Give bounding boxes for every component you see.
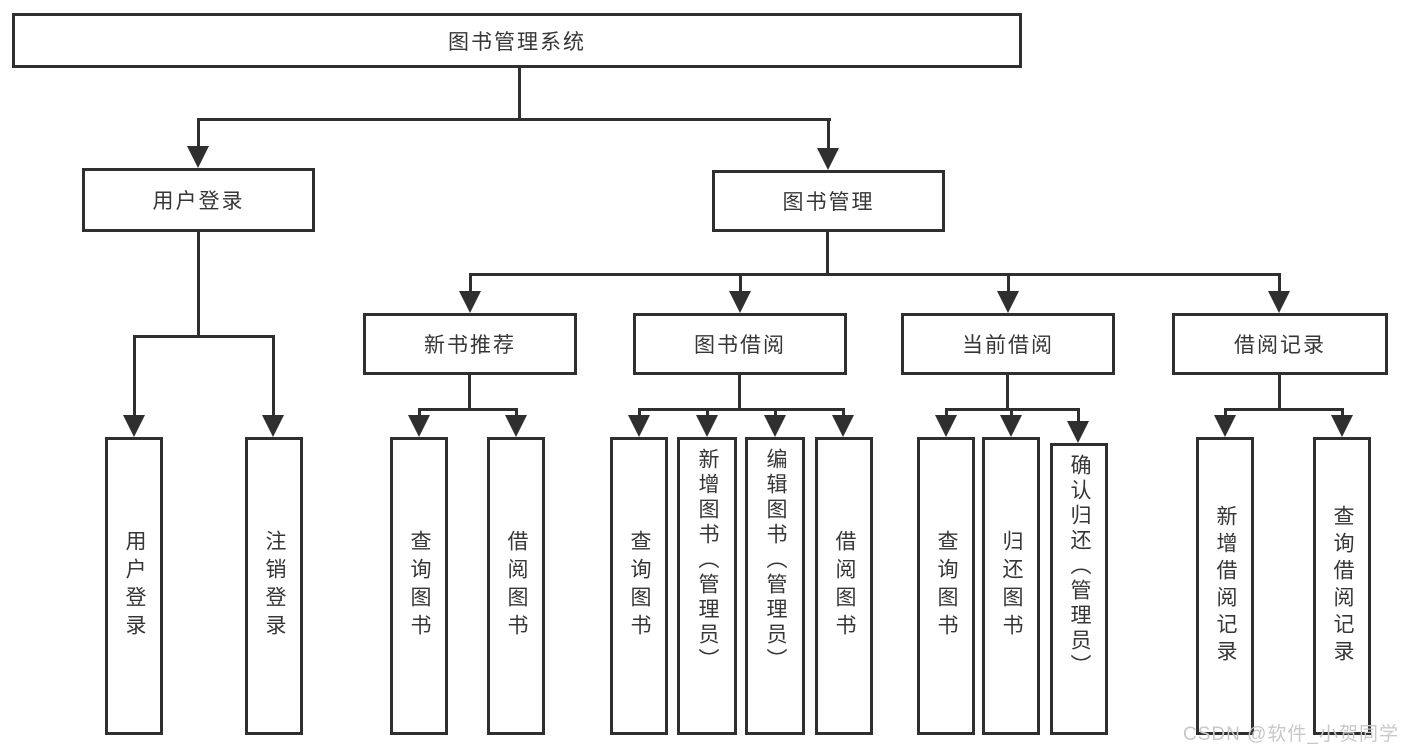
leaf-borrow-books-borrowing: 借阅图书 [815,437,873,735]
connector-line [774,408,777,417]
arrow-down-icon [1000,415,1022,437]
connector-line [197,232,200,335]
arrow-down-icon [459,291,481,313]
leaf-edit-books-admin: 编辑图书（管理员） [745,437,805,735]
leaf-user-login: 用户登录 [105,437,163,735]
connector-line [638,408,641,417]
node-borrowing-records: 借阅记录 [1172,313,1388,375]
connector-line [842,408,845,417]
arrow-down-icon [935,415,957,437]
leaf-query-books-recommend: 查询图书 [390,437,448,735]
connector-line [1006,375,1009,408]
connector-line [418,408,421,417]
leaf-query-books-current: 查询图书 [917,437,975,735]
arrow-down-icon [408,415,430,437]
connector-line [826,232,829,273]
leaf-query-borrow-record: 查询借阅记录 [1313,437,1371,735]
arrow-down-icon [729,291,751,313]
arrow-down-icon [997,291,1019,313]
connector-line [133,335,136,417]
node-user-login: 用户登录 [82,168,315,232]
arrow-down-icon [123,415,145,437]
node-book-management: 图书管理 [712,170,945,232]
arrow-down-icon [764,415,786,437]
connector-line [515,408,518,417]
arrow-down-icon [1214,415,1236,437]
connector-line [468,375,471,408]
connector-line [272,335,275,417]
arrow-down-icon [832,415,854,437]
leaf-add-borrow-record: 新增借阅记录 [1196,437,1254,735]
arrow-down-icon [262,415,284,437]
node-current-borrowing: 当前借阅 [901,313,1115,375]
arrow-down-icon [1268,291,1290,313]
connector-line [638,408,845,411]
node-new-book-recommend: 新书推荐 [363,313,577,375]
connector-line [197,118,831,121]
connector-line [738,375,741,408]
arrow-down-icon [696,415,718,437]
connector-line [469,273,1281,276]
connector-line [197,118,200,148]
connector-line [739,273,742,293]
arrow-down-icon [628,415,650,437]
leaf-borrow-books-recommend: 借阅图书 [487,437,545,735]
leaf-logout: 注销登录 [245,437,303,735]
connector-line [418,408,518,411]
csdn-watermark: CSDN @软件_小贺同学 [1183,724,1399,745]
leaf-return-books: 归还图书 [982,437,1040,735]
node-library-management-system: 图书管理系统 [12,13,1022,68]
connector-line [1278,375,1281,408]
node-book-borrowing: 图书借阅 [633,313,847,375]
connector-line [469,273,472,293]
connector-line [827,118,830,150]
connector-line [945,408,948,417]
leaf-query-books-borrowing: 查询图书 [610,437,668,735]
connector-line [706,408,709,417]
connector-line [133,335,275,338]
arrow-down-icon [817,148,839,170]
leaf-add-books-admin: 新增图书（管理员） [677,437,737,735]
connector-line [1007,273,1010,293]
arrow-down-icon [1067,421,1089,443]
arrow-down-icon [505,415,527,437]
connector-line [1077,408,1080,422]
connector-line [1224,408,1344,411]
arrow-down-icon [1331,415,1353,437]
connector-line [1224,408,1227,417]
connector-line [1010,408,1013,417]
connector-line [1341,408,1344,417]
leaf-confirm-return-admin: 确认归还（管理员） [1050,443,1108,735]
arrow-down-icon [187,146,209,168]
connector-line [1278,273,1281,293]
connector-line [518,68,521,118]
